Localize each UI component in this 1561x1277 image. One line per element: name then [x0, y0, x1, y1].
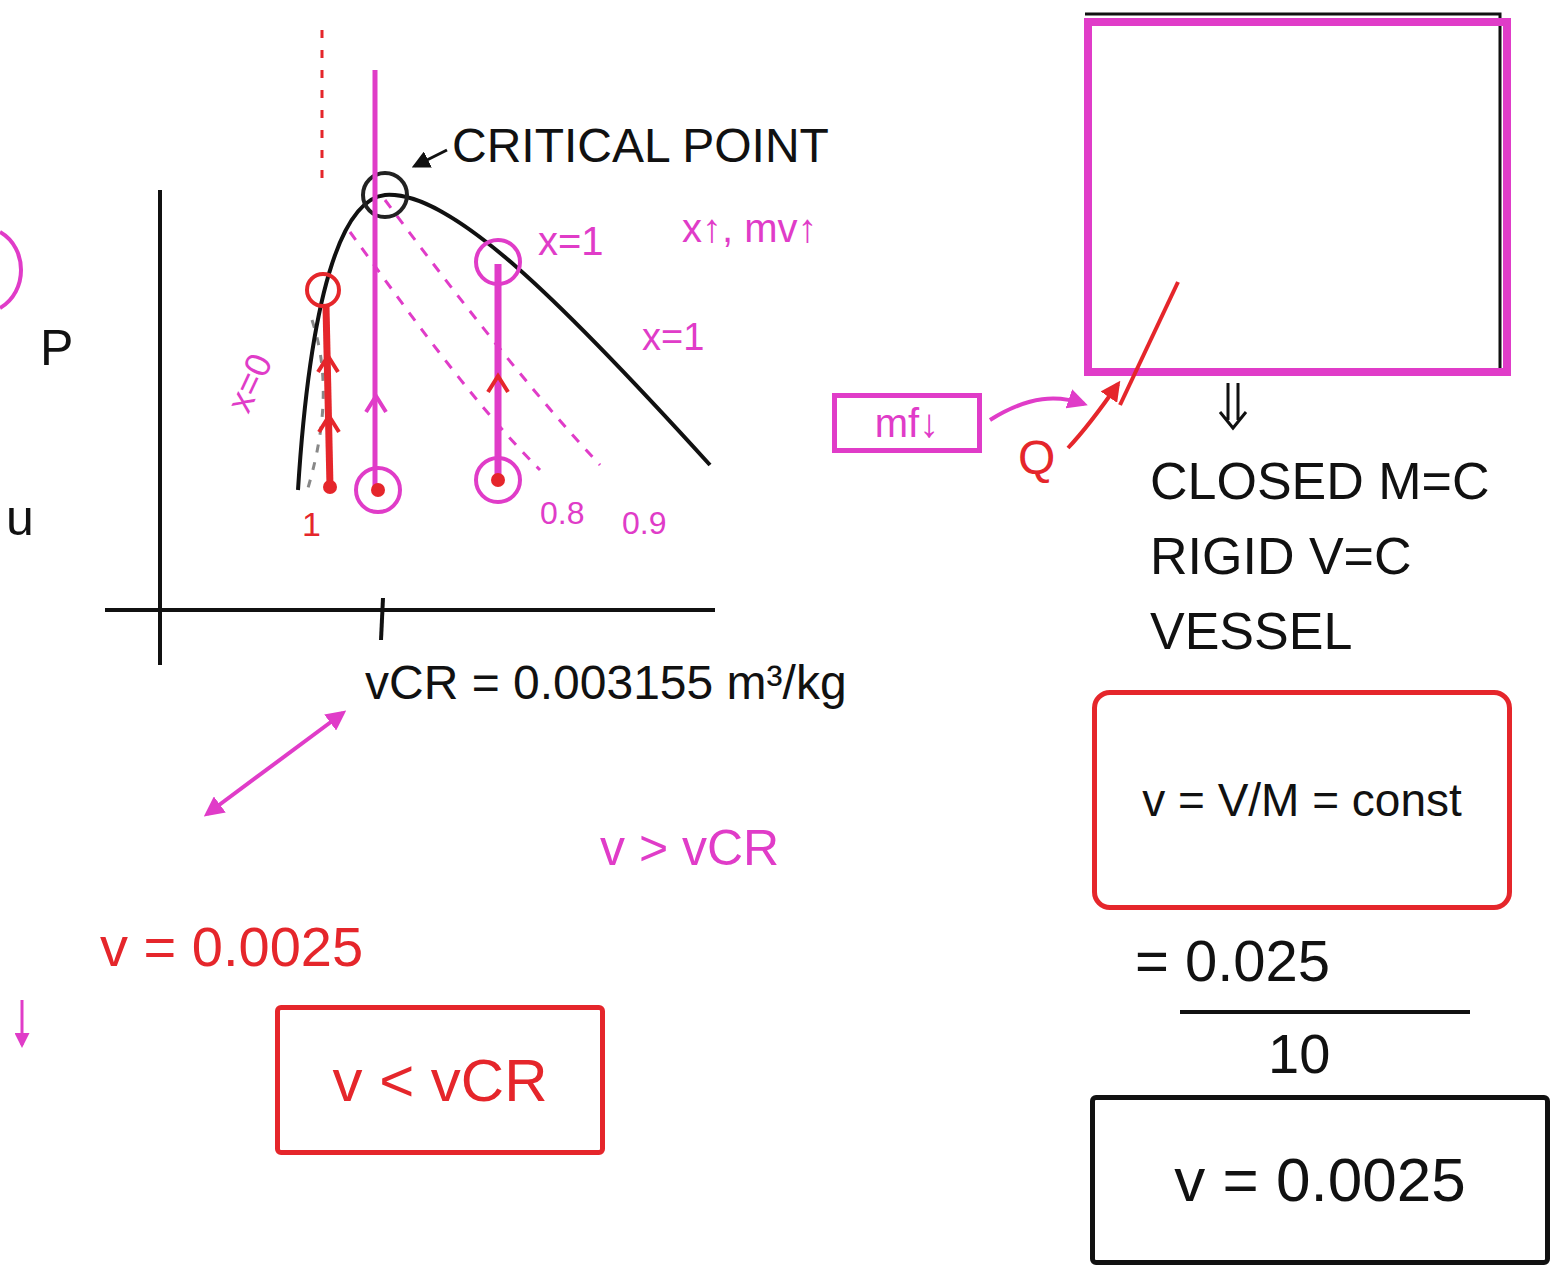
up-chevron [366, 396, 386, 412]
box-text: mf↓ [875, 400, 939, 446]
volume-axis [105, 608, 715, 612]
fraction-bar [1180, 1010, 1470, 1014]
state-circle [356, 468, 400, 512]
comparison-note: v > vCR [600, 820, 779, 878]
critical-point-circle [363, 173, 407, 217]
box-text: v = 0.0025 [1174, 1144, 1465, 1215]
result-box: v < vCR [275, 1005, 605, 1155]
axis-label: P [40, 320, 73, 378]
saturation-dome [298, 195, 710, 490]
equation-box: v = V/M = const [1092, 690, 1512, 910]
box-text: v = V/M = const [1142, 774, 1462, 827]
critical-volume-line [373, 70, 378, 490]
state-dot [323, 480, 337, 494]
down-arrow [21, 1000, 24, 1045]
box-text: v < vCR [332, 1046, 547, 1115]
condition-note: RIGID V=C [1150, 527, 1412, 587]
compare-arrow [207, 713, 343, 814]
result-box: v = 0.0025 [1090, 1095, 1550, 1265]
state-number: 1 [302, 505, 321, 544]
pressure-axis [158, 190, 162, 665]
specific-volume: v = 0.0025 [100, 915, 363, 979]
process-line [495, 264, 502, 478]
up-chevron [488, 376, 508, 392]
quality-label: x=1 [538, 218, 604, 264]
state-dot [491, 473, 505, 487]
quality-label: x=1 [642, 316, 704, 360]
axis-tick [381, 598, 383, 640]
quality-line [350, 232, 540, 470]
note-box: mf↓ [832, 393, 982, 453]
edge-mark [0, 232, 21, 308]
up-chevron [318, 356, 339, 432]
state-circle [476, 240, 520, 284]
critical-volume: vCR = 0.003155 m³/kg [365, 655, 847, 710]
condition-note: CLOSED M=C [1150, 452, 1490, 512]
implies-arrow [1220, 383, 1246, 428]
heat-line [1120, 282, 1178, 405]
state-circle [307, 274, 339, 306]
state-dot [371, 483, 385, 497]
edge-letter: u [6, 490, 34, 548]
quality-value: 0.8 [540, 495, 584, 532]
quality-label: x=0 [218, 347, 280, 418]
dashed-line [308, 320, 323, 488]
condition-note: VESSEL [1150, 602, 1352, 662]
trend-note: x↑, mv↑ [682, 205, 818, 251]
state-circle [476, 458, 520, 502]
pointer-arrow [990, 399, 1084, 420]
fraction-denominator: 10 [1268, 1022, 1330, 1086]
pointer-arrow [415, 150, 447, 166]
heat-arrow [1068, 384, 1118, 448]
heat-label: Q [1018, 430, 1055, 485]
fraction-numerator: = 0.025 [1135, 928, 1330, 995]
quality-value: 0.9 [622, 505, 666, 542]
dashed-vertical [321, 30, 324, 185]
point-label: CRITICAL POINT [452, 118, 829, 173]
vessel-outline [1085, 14, 1500, 376]
process-line [326, 306, 330, 487]
rigid-vessel [1088, 22, 1507, 372]
